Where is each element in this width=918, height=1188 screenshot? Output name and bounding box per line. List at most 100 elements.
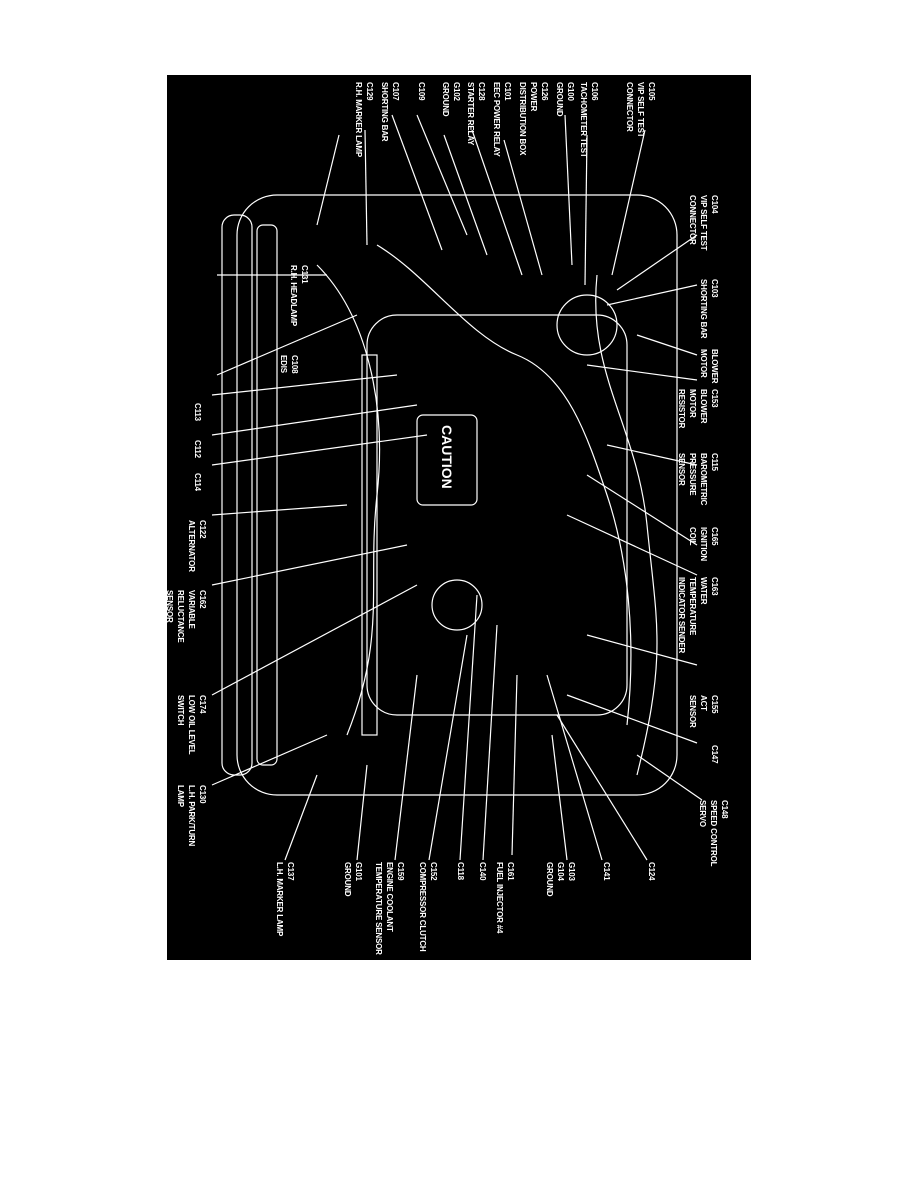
label-line: R.H. MARKER LAMP <box>354 82 363 158</box>
label-line: ACT <box>699 695 708 711</box>
label-line: SENSOR <box>677 453 686 486</box>
harness <box>376 244 632 726</box>
label-c114: C114 <box>192 473 203 491</box>
label-c113: C113 <box>192 403 203 421</box>
engine-illustration: CAUTION <box>211 114 703 861</box>
label-line: C108 <box>290 355 299 374</box>
label-line: C115 <box>710 453 719 471</box>
label-line: RELUCTANCE <box>176 590 185 643</box>
label-line: C128 <box>477 82 486 101</box>
label-line: C162 <box>198 590 207 609</box>
label-line: C174 <box>198 695 207 714</box>
label-line: G102 <box>452 82 461 101</box>
label-line: GROUND <box>545 862 554 897</box>
grille <box>256 224 278 766</box>
label-c140: C140 <box>477 862 488 880</box>
blower-motor <box>556 294 618 356</box>
label-line: C159 <box>396 862 405 881</box>
label-line: C118 <box>456 862 465 880</box>
label-line: C129 <box>365 82 374 101</box>
label-line: MOTOR <box>688 389 697 418</box>
label-line: SHORTING BAR <box>699 279 708 339</box>
label-line: TACHOMETER TEST <box>579 82 588 158</box>
label-line: C122 <box>198 520 207 539</box>
engine-wiring-diagram: CAUTION <box>164 75 751 960</box>
label-line: C105 <box>647 82 656 101</box>
label-line: GROUND <box>555 82 564 117</box>
label-line: SWITCH <box>176 695 185 726</box>
label-line: ALTERNATOR <box>187 520 196 572</box>
label-line: C131 <box>300 265 309 284</box>
label-line: C107 <box>391 82 400 101</box>
label-line: SENSOR <box>165 590 174 623</box>
label-line: VIP SELF TEST <box>636 82 645 138</box>
label-line: C101 <box>503 82 512 101</box>
label-line: GROUND <box>441 82 450 117</box>
label-line: R.H. HEADLAMP <box>289 265 298 326</box>
label-line: ENGINE COOLANT <box>385 862 394 932</box>
label-line: RESISTOR <box>677 389 686 429</box>
label-line: C153 <box>710 389 719 408</box>
label-line: C109 <box>417 82 426 101</box>
label-line: WATER <box>699 577 708 605</box>
label-line: PRESSURE <box>688 453 697 496</box>
label-line: C103 <box>710 279 719 298</box>
label-line: SERVO <box>698 800 707 827</box>
label-line: C140 <box>478 862 487 881</box>
label-line: C106 <box>590 82 599 101</box>
label-line: L.H. MARKER LAMP <box>275 862 284 937</box>
label-line: C130 <box>198 785 207 804</box>
label-line: CONNECTOR <box>625 82 634 132</box>
label-c147: C147 <box>709 745 720 763</box>
engine-block <box>366 314 628 716</box>
label-line: C112 <box>193 440 202 458</box>
label-line: G100 <box>566 82 575 101</box>
label-line: FUEL INJECTOR #4 <box>495 862 504 934</box>
label-line: EDIS <box>279 355 288 373</box>
label-c141: C141 <box>601 862 612 880</box>
label-line: BAROMETRIC <box>699 453 708 506</box>
label-line: SPEED CONTROL <box>709 800 718 867</box>
caution-plate <box>416 414 478 506</box>
leader-lines <box>211 114 703 861</box>
label-line: IGNITION <box>699 527 708 561</box>
label-line: DISTRIBUTION BOX <box>518 82 527 156</box>
label-line: C126 <box>540 82 549 101</box>
pulley <box>431 579 483 631</box>
label-line: BLOWER <box>710 349 719 384</box>
label-line: BLOWER <box>699 389 708 424</box>
label-line: LAMP <box>176 785 185 807</box>
label-line: C137 <box>286 862 295 881</box>
label-line: G103 <box>567 862 576 881</box>
label-line: POWER <box>529 82 538 112</box>
label-line: SHORTING BAR <box>380 82 389 142</box>
radiator-hose <box>361 354 378 736</box>
label-line: C141 <box>602 862 611 881</box>
label-line: INDICATOR SENDER <box>677 577 686 654</box>
label-line: VARIABLE <box>187 590 196 629</box>
front-bumper <box>221 214 253 776</box>
